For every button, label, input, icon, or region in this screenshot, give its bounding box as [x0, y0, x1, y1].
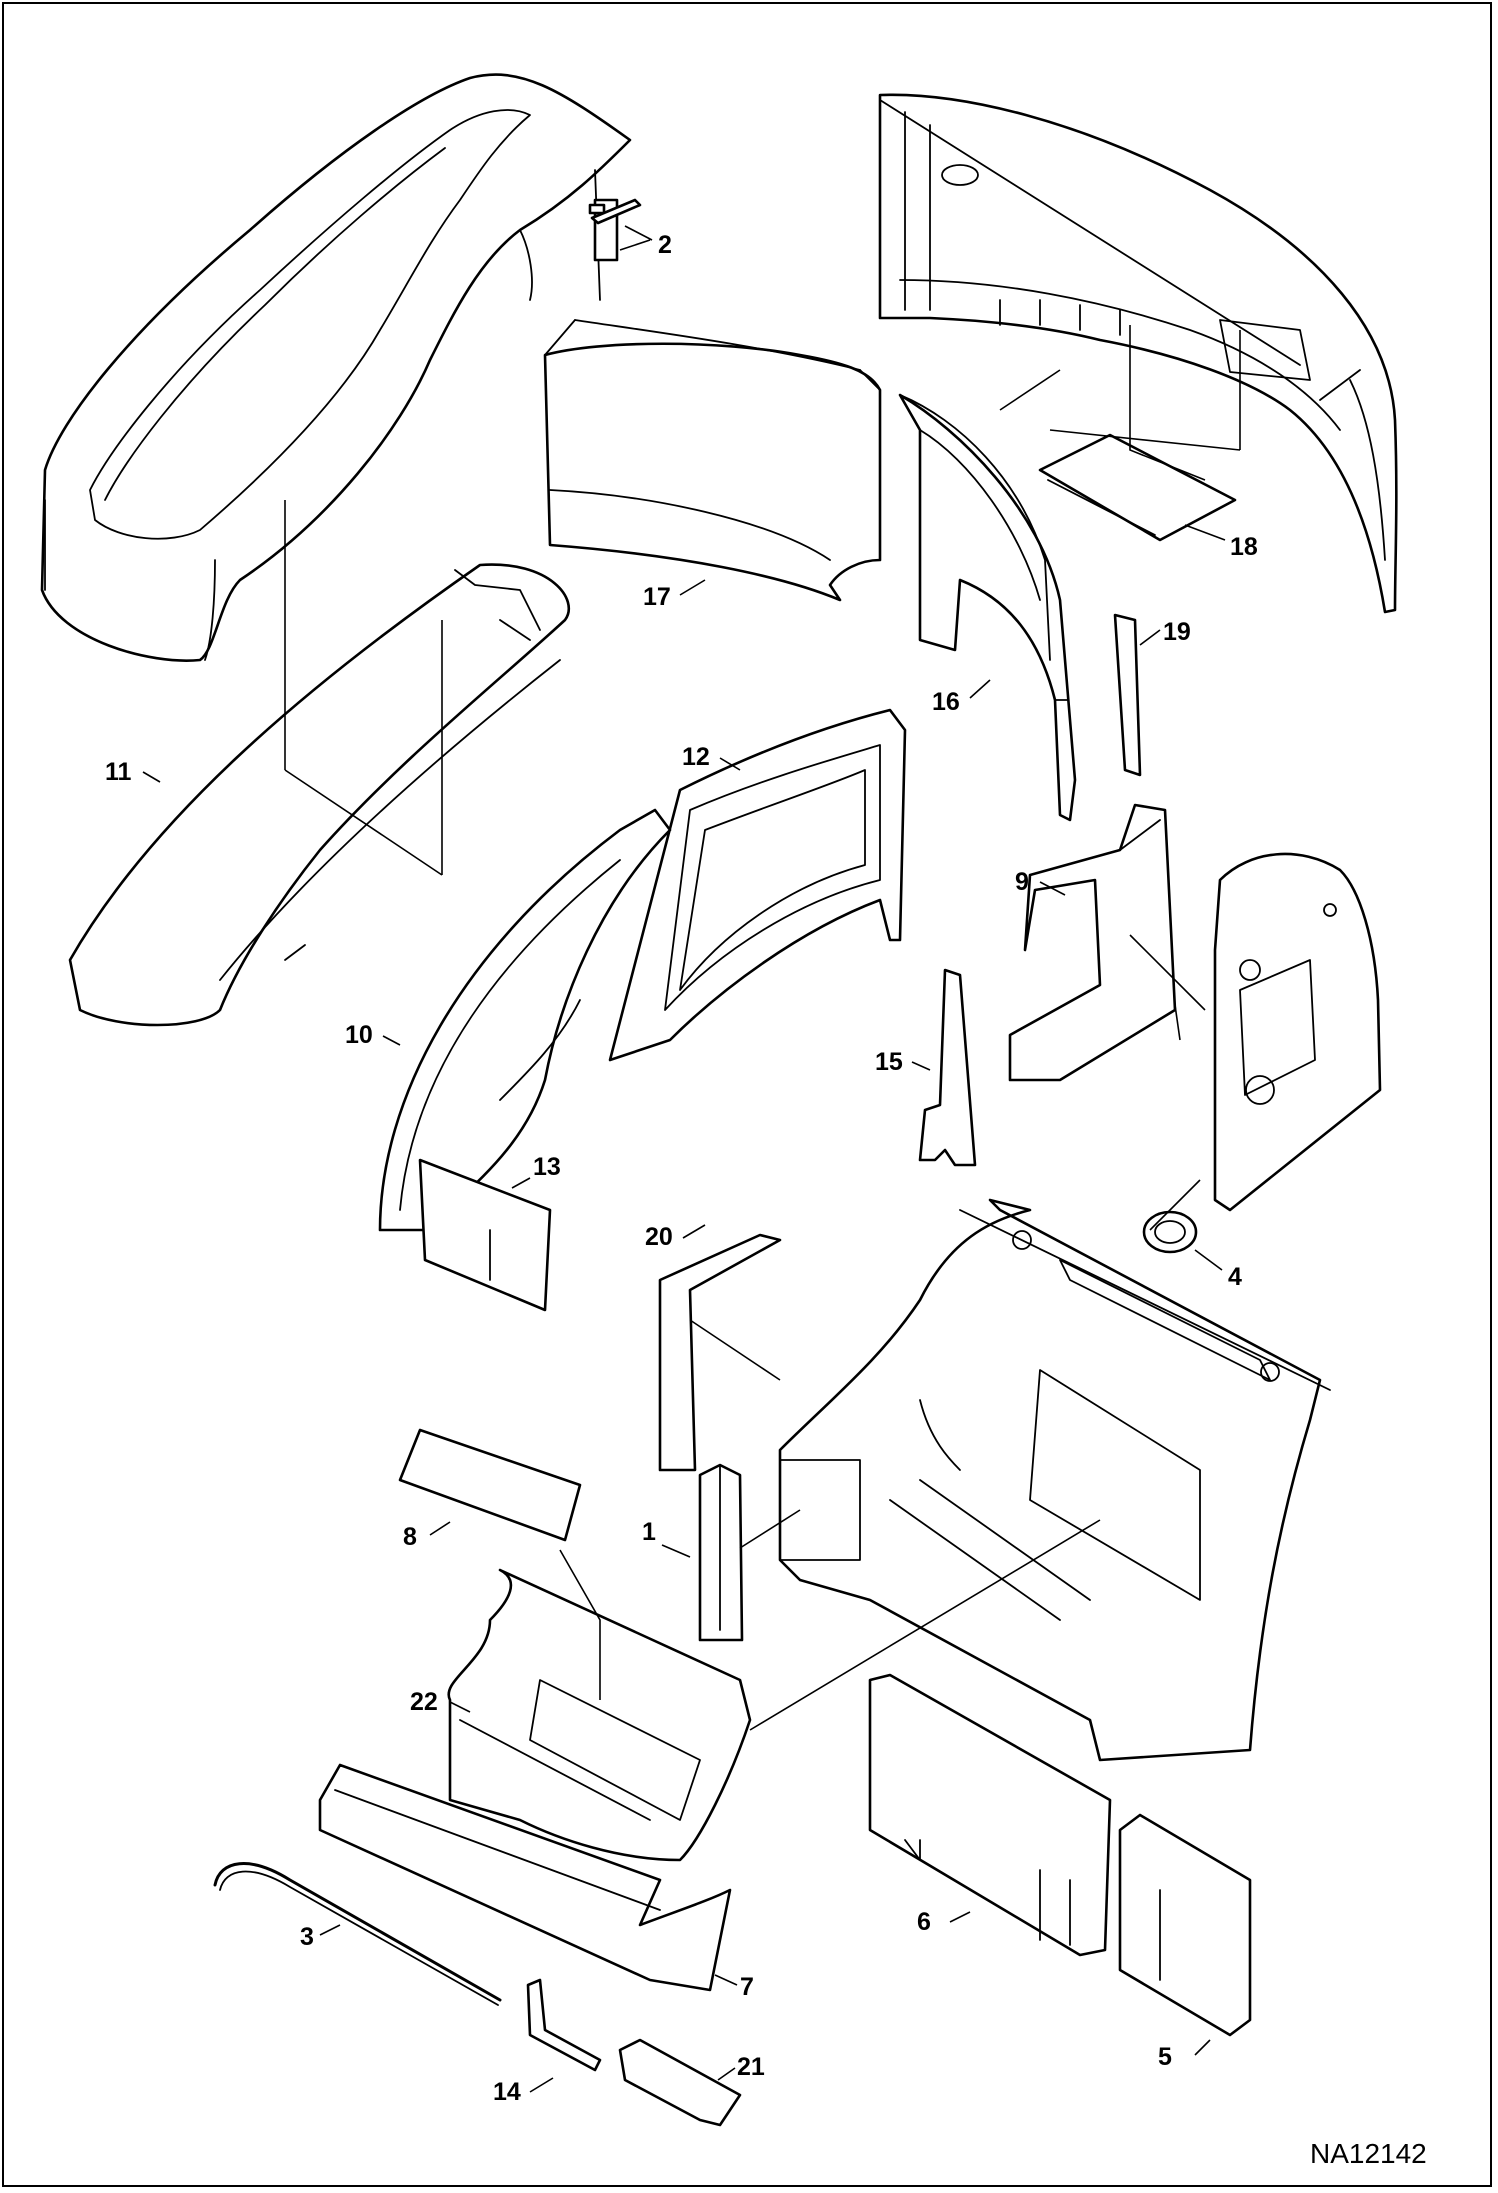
callout-22: 22 — [410, 1688, 438, 1716]
callout-20: 20 — [645, 1223, 673, 1251]
right-trim-panel-part — [1213, 852, 1382, 1212]
pad-part-6 — [868, 1673, 1112, 1957]
block-part-1 — [698, 1463, 744, 1642]
leader-lines — [284, 239, 1241, 1731]
callout-14: 14 — [493, 2078, 521, 2106]
side-liner-part-16 — [898, 393, 1077, 822]
callout-5: 5 — [1158, 2043, 1172, 2071]
lower-liner-part-22 — [447, 1568, 752, 1862]
door-frame-trim-part-12 — [608, 708, 907, 1062]
block-part-21 — [618, 2038, 742, 2127]
callout-15: 15 — [875, 1048, 903, 1076]
strip-part-19 — [1113, 613, 1142, 777]
callout-21: 21 — [737, 2053, 765, 2081]
callout-11: 11 — [105, 758, 132, 786]
callout-17: 17 — [643, 583, 671, 611]
pad-part-13 — [418, 1158, 552, 1312]
roof-liner-part-17 — [543, 319, 882, 602]
callout-13: 13 — [533, 1153, 561, 1181]
callout-16: 16 — [932, 688, 960, 716]
bracket-part-14 — [526, 1978, 602, 2072]
callout-3: 3 — [300, 1923, 314, 1951]
top-cover-part — [40, 73, 632, 662]
callout-19: 19 — [1163, 618, 1191, 646]
callouts: 2 18 17 19 16 11 12 9 10 15 13 4 20 8 1 … — [105, 231, 1258, 2106]
callout-leaders — [142, 225, 1226, 2093]
callout-2: 2 — [658, 231, 672, 259]
cab-side-liner-part — [778, 1198, 1331, 1762]
rear-upper-panel-part — [878, 93, 1398, 614]
callout-18: 18 — [1230, 533, 1258, 561]
headliner-part-11 — [68, 563, 571, 1027]
callout-1: 1 — [642, 1518, 656, 1546]
callout-9: 9 — [1015, 868, 1029, 896]
callout-12: 12 — [682, 743, 710, 771]
insulation-pad-part-18 — [1038, 433, 1237, 542]
kick-panel-part-7 — [318, 1763, 732, 1992]
gasket-part-20 — [658, 1233, 782, 1472]
window-trim-part-10 — [378, 808, 672, 1232]
bracket-part-9 — [1008, 803, 1177, 1082]
callout-4: 4 — [1228, 1263, 1242, 1291]
label-pad-part-8 — [398, 1428, 582, 1542]
pad-part-5 — [1118, 1813, 1252, 2037]
callout-10: 10 — [345, 1021, 373, 1049]
spacer-part-15 — [918, 968, 977, 1167]
callout-7: 7 — [740, 1973, 754, 2001]
reference-code: NA12142 — [1310, 2138, 1427, 2169]
callout-6: 6 — [917, 1908, 931, 1936]
callout-8: 8 — [403, 1523, 417, 1551]
grommet-part-4 — [1142, 1210, 1198, 1254]
trim-strip-part-3 — [213, 1862, 502, 2006]
seal-strip-part-2 — [590, 198, 642, 225]
